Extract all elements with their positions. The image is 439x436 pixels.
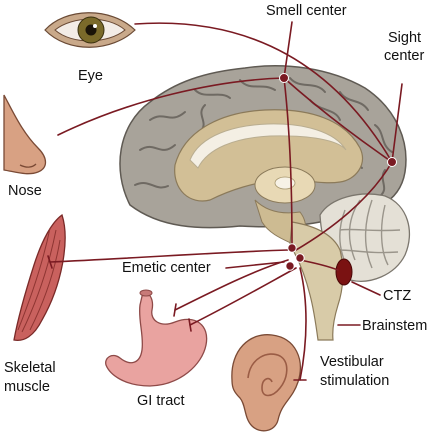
- gi-tract-label: GI tract: [137, 393, 185, 409]
- muscle-to-emetic-path: [49, 249, 289, 263]
- stomach-illustration: [105, 289, 208, 387]
- ctz-label: CTZ: [383, 288, 411, 304]
- sight-center-label-line2: center: [384, 48, 424, 64]
- emetic-center-node-b: [295, 253, 305, 263]
- brain-illustration: [119, 65, 411, 341]
- smell-center-node: [279, 73, 289, 83]
- emetic-center-node-a: [287, 243, 297, 253]
- brainstem-label: Brainstem: [362, 318, 427, 334]
- pathway-lines: [47, 21, 403, 381]
- vestibular-label-line2: stimulation: [320, 373, 389, 389]
- nose-label: Nose: [8, 183, 42, 199]
- nose-illustration: [3, 94, 47, 175]
- pathway-nodes: [279, 73, 397, 271]
- skeletal-muscle-label-line1: Skeletal: [4, 360, 56, 376]
- brainstem-shape: [289, 221, 344, 341]
- skeletal-muscle-illustration: [13, 213, 66, 342]
- emetic-center-label: Emetic center: [122, 260, 211, 276]
- sight-center-label-line1: Sight: [388, 30, 421, 46]
- gi-to-emetic-path: [174, 259, 289, 311]
- skeletal-muscle-label-line2: muscle: [4, 379, 50, 395]
- ctz-marker: [335, 258, 353, 286]
- vestibular-to-emetic-path: [299, 267, 307, 381]
- ear-illustration: [231, 334, 301, 432]
- emetic-center-node-c: [285, 261, 295, 271]
- nose-to-smell-path: [57, 77, 285, 136]
- vestibular-label-line1: Vestibular: [320, 354, 384, 370]
- smell-center-label: Smell center: [266, 3, 347, 19]
- eye-illustration: [44, 12, 136, 48]
- eye-to-sight-path: [134, 22, 393, 163]
- eye-label: Eye: [78, 68, 103, 84]
- sight-center-node: [387, 157, 397, 167]
